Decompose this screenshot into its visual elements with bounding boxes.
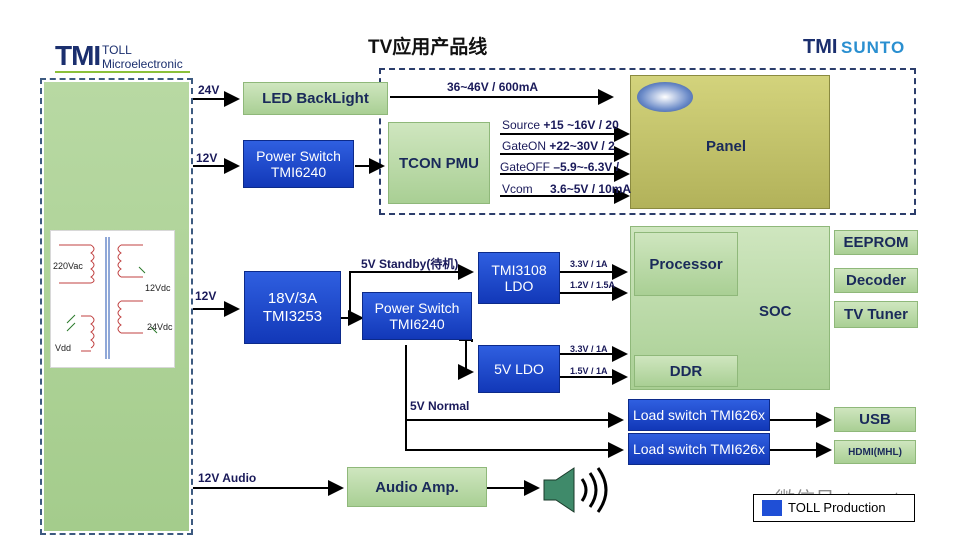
speaker-icon — [543, 467, 608, 513]
gateoff-signal-label: GateOFF –5.9~-6.3V / — [500, 160, 620, 174]
ldo1-out-a: 3.3V / 1A — [570, 259, 608, 269]
power-switch-1-block: Power Switch TMI6240 — [243, 140, 354, 188]
transformer-aux-label: Vdd — [55, 343, 72, 353]
source-signal-label: Source +15 ~16V / 20 — [502, 118, 619, 132]
buck-converter-block: 18V/3A TMI3253 — [244, 271, 341, 344]
ldo-5v-block: 5V LDO — [478, 345, 560, 393]
logo-accent-bar — [55, 71, 190, 73]
sunto-logo-mark: TMI — [803, 36, 838, 58]
led-backlight-block: LED BackLight — [243, 82, 388, 115]
standby-label: 5V Standby(待机) — [361, 257, 459, 271]
gateon-signal-label: GateON +22~30V / 2 — [502, 139, 615, 153]
usb-block: USB — [834, 407, 916, 432]
power-switch-2-block: Power Switch TMI6240 — [362, 292, 472, 340]
ldo2-out-b: 1.5V / 1A — [570, 366, 608, 376]
light-bulb-icon — [637, 82, 693, 112]
panel-block: Panel — [630, 75, 830, 209]
backlight-label: 36~46V / 600mA — [447, 80, 539, 94]
processor-block: Processor — [634, 232, 738, 296]
toll-logo-line2: Microelectronic — [102, 57, 183, 71]
ldo-tmi3108-block: TMI3108 LDO — [478, 252, 560, 304]
soc-label: SOC — [759, 303, 792, 320]
tv-tuner-block: TV Tuner — [834, 301, 918, 328]
audio-amp-block: Audio Amp. — [347, 467, 487, 507]
ldo1-out-b: 1.2V / 1.5A — [570, 280, 616, 290]
panel-region-outline — [379, 68, 916, 215]
rail-12v-label-2: 12V — [195, 289, 217, 303]
tcon-pmu-block: TCON PMU — [388, 122, 490, 204]
rail-24v-label: 24V — [198, 83, 220, 97]
panel-label: Panel — [706, 138, 747, 155]
vcom-signal-label: Vcom 3.6~5V / 10mA — [502, 182, 632, 196]
load-switch-2-block: Load switch TMI626x — [628, 433, 770, 465]
legend-box: TOLL Production — [753, 494, 915, 522]
legend-label: TOLL Production — [788, 500, 886, 515]
ddr-block: DDR — [634, 355, 738, 387]
transformer-icon — [59, 237, 158, 359]
transformer-schematic: 220Vac 12Vdc 24Vdc Vdd — [50, 230, 175, 368]
rail-12v-label-1: 12V — [196, 151, 218, 165]
transformer-input-label: 220Vac — [53, 261, 83, 271]
ldo2-out-a: 3.3V / 1A — [570, 344, 608, 354]
page-title: TV应用产品线 — [368, 37, 488, 58]
toll-logo: TMI TOLL Microelectronic — [55, 40, 195, 74]
toll-logo-line1: TOLL — [102, 43, 132, 57]
toll-logo-mark: TMI — [55, 40, 101, 71]
legend-swatch — [762, 500, 782, 516]
eeprom-block: EEPROM — [834, 230, 918, 255]
transformer-out1-label: 12Vdc — [145, 283, 171, 293]
decoder-block: Decoder — [834, 268, 918, 293]
sunto-logo: TMI SUNTO — [803, 36, 913, 60]
hdmi-block: HDMI(MHL) — [834, 440, 916, 464]
rail-audio-label: 12V Audio — [198, 471, 257, 485]
normal-label: 5V Normal — [410, 399, 470, 413]
load-switch-1-block: Load switch TMI626x — [628, 399, 770, 431]
transformer-out2-label: 24Vdc — [147, 322, 173, 332]
sunto-logo-text: SUNTO — [841, 38, 906, 57]
